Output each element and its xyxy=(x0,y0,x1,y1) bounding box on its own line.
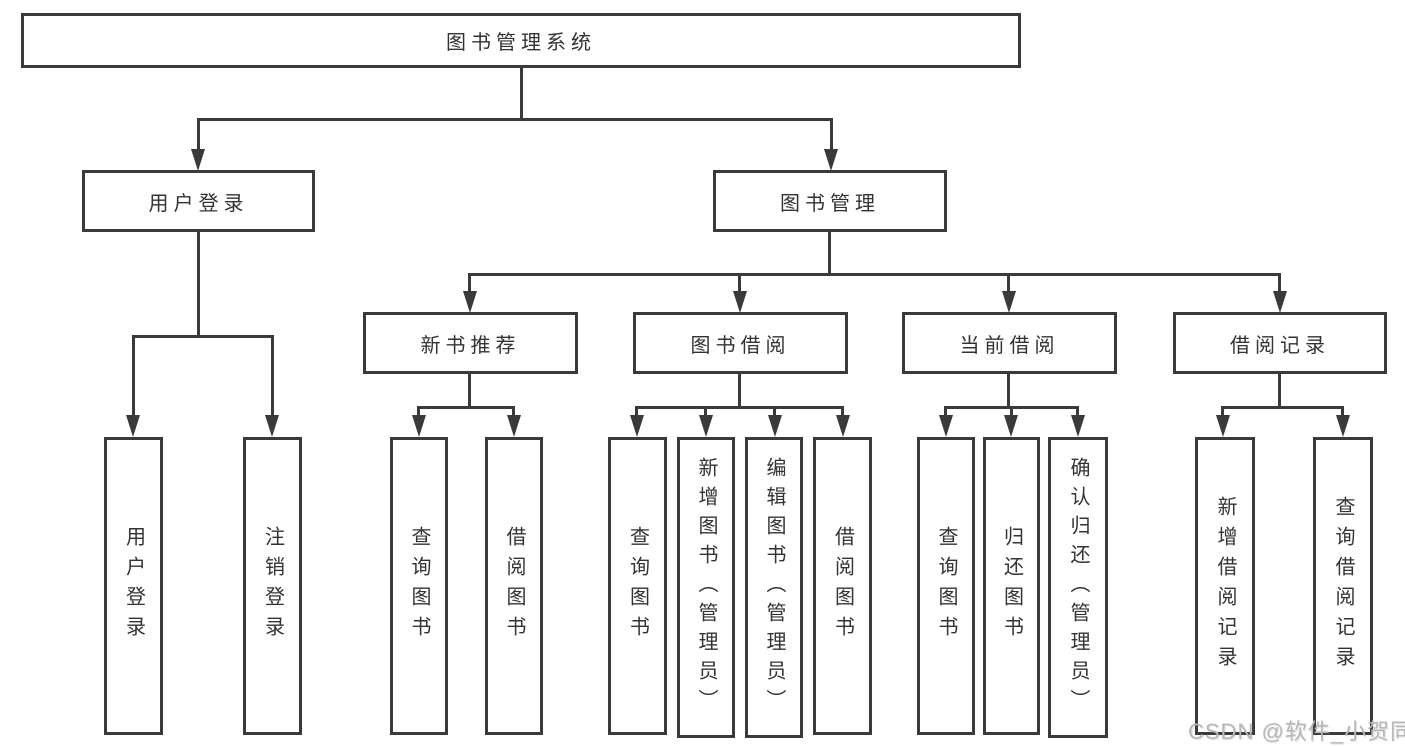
arrow-down-icon xyxy=(1004,415,1018,437)
connector-line xyxy=(520,66,523,121)
connector-line xyxy=(830,118,833,154)
connector-line xyxy=(197,118,200,154)
connector-line xyxy=(468,273,1281,276)
arrow-down-icon xyxy=(463,291,477,313)
arrow-down-icon xyxy=(733,291,747,313)
arrow-down-icon xyxy=(412,415,426,437)
node-book-borrowing: 图书借阅 xyxy=(633,312,848,374)
leaf-label: 用户登录 xyxy=(122,526,145,646)
connector-line xyxy=(197,118,833,121)
arrow-down-icon xyxy=(630,415,644,437)
node-user-login: 用户登录 xyxy=(82,170,315,232)
connector-line xyxy=(417,406,420,418)
node-label: 当前借阅 xyxy=(959,334,1060,357)
leaf-query-book: 查询图书 xyxy=(917,437,975,735)
node-label: 图书借阅 xyxy=(690,334,791,357)
arrow-down-icon xyxy=(191,149,205,171)
node-label: 新书推荐 xyxy=(420,334,521,357)
leaf-label: 注销登录 xyxy=(261,526,284,646)
leaf-label: 查询图书 xyxy=(935,526,957,646)
connector-line xyxy=(944,406,947,418)
arrow-down-icon xyxy=(126,415,140,437)
connector-line xyxy=(1007,273,1010,293)
leaf-label: 借阅图书 xyxy=(831,526,854,646)
leaf-confirm-return-admin: 确认归还（管理员） xyxy=(1048,437,1108,738)
leaf-user-login: 用户登录 xyxy=(104,437,163,735)
connector-line xyxy=(738,273,741,293)
node-label: 图书管理系统 xyxy=(446,32,596,54)
leaf-add-book-admin: 新增图书（管理员） xyxy=(677,437,735,738)
connector-line xyxy=(468,273,471,293)
connector-line xyxy=(635,406,638,418)
leaf-return-book: 归还图书 xyxy=(983,437,1040,735)
arrow-down-icon xyxy=(1071,415,1085,437)
connector-line xyxy=(828,231,831,276)
connector-line xyxy=(132,335,135,417)
leaf-label: 编辑图书（管理员） xyxy=(763,457,785,718)
connector-line xyxy=(635,406,844,409)
arrow-down-icon xyxy=(939,415,953,437)
arrow-down-icon xyxy=(699,415,713,437)
leaf-query-book: 查询图书 xyxy=(390,437,448,735)
connector-line xyxy=(271,335,274,417)
arrow-down-icon xyxy=(1216,415,1230,437)
arrow-down-icon xyxy=(836,415,850,437)
connector-line xyxy=(1007,374,1010,409)
node-label: 用户登录 xyxy=(148,192,249,215)
leaf-label: 借阅图书 xyxy=(503,526,525,646)
arrow-down-icon xyxy=(1336,415,1350,437)
leaf-label: 新增图书（管理员） xyxy=(695,457,717,718)
leaf-edit-book-admin: 编辑图书（管理员） xyxy=(745,437,803,738)
connector-line xyxy=(1076,406,1079,418)
arrow-down-icon xyxy=(768,415,782,437)
leaf-borrow-book: 借阅图书 xyxy=(813,437,872,735)
arrow-down-icon xyxy=(824,149,838,171)
leaf-query-book: 查询图书 xyxy=(608,437,667,735)
connector-line xyxy=(1341,406,1344,418)
connector-line xyxy=(704,406,707,418)
connector-line xyxy=(773,406,776,418)
connector-line xyxy=(738,374,741,409)
connector-line xyxy=(1221,406,1224,418)
connector-line xyxy=(197,231,200,338)
arrow-down-icon xyxy=(1002,291,1016,313)
connector-line xyxy=(1221,406,1344,409)
leaf-label: 查询借阅记录 xyxy=(1332,496,1354,676)
node-current-borrowing: 当前借阅 xyxy=(902,312,1117,374)
connector-line xyxy=(468,374,471,409)
connector-line xyxy=(1010,406,1013,418)
node-label: 借阅记录 xyxy=(1230,334,1330,357)
leaf-add-borrow-record: 新增借阅记录 xyxy=(1195,437,1255,735)
leaf-label: 归还图书 xyxy=(1000,526,1023,646)
connector-line xyxy=(841,406,844,418)
arrow-down-icon xyxy=(507,415,521,437)
leaf-label: 查询图书 xyxy=(626,526,649,646)
connector-line xyxy=(132,335,274,338)
leaf-label: 新增借阅记录 xyxy=(1214,496,1236,676)
node-book-management: 图书管理 xyxy=(713,170,947,232)
arrow-down-icon xyxy=(265,415,279,437)
node-borrowing-records: 借阅记录 xyxy=(1173,312,1387,374)
connector-line xyxy=(1278,273,1281,293)
connector-line xyxy=(512,406,515,418)
leaf-logout: 注销登录 xyxy=(243,437,302,735)
leaf-borrow-book: 借阅图书 xyxy=(485,437,543,735)
connector-line xyxy=(417,406,515,409)
leaf-label: 确认归还（管理员） xyxy=(1067,457,1089,718)
arrow-down-icon xyxy=(1273,291,1287,313)
leaf-query-borrow-record: 查询借阅记录 xyxy=(1313,437,1373,735)
connector-line xyxy=(1278,374,1281,409)
leaf-label: 查询图书 xyxy=(408,526,430,646)
node-label: 图书管理 xyxy=(780,192,880,215)
node-library-management-system: 图书管理系统 xyxy=(21,13,1021,68)
node-new-book-recommendation: 新书推荐 xyxy=(363,312,578,374)
